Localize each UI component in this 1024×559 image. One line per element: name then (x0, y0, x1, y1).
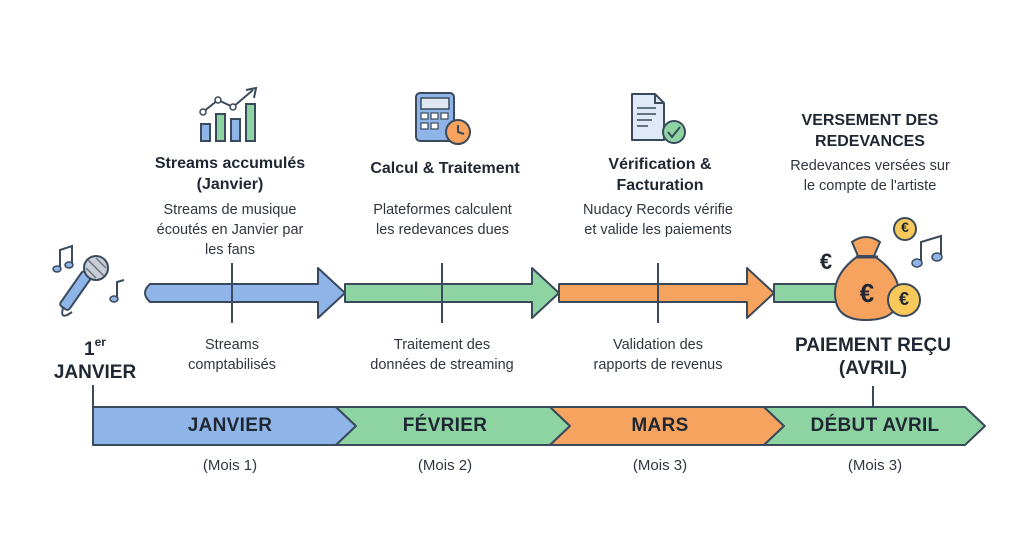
stage-2-title-line1: Calcul & Traitement (370, 160, 520, 177)
stage-3-event-line1: Validation des (612, 337, 704, 353)
process-arrow-segment-1 (144, 267, 346, 319)
calculator-icon (415, 92, 455, 142)
stage-3-title-line2: Facturation (616, 177, 704, 194)
stage-3-description: Nudacy Records vérifie et valide les pai… (548, 200, 768, 240)
stage-4-event-line1: PAIEMENT REÇU (795, 335, 951, 356)
stage-1-description: Streams de musique écoutés en Janvier pa… (125, 200, 335, 260)
money-bag-icon (834, 236, 900, 321)
stage-4-description: Redevances versées sur le compte de l'ar… (760, 156, 980, 196)
start-label: 1er JANVIER (35, 331, 155, 384)
stage-4-desc-line1: Redevances versées sur (790, 158, 950, 174)
stage-3-title: Vérification & Facturation (555, 154, 765, 196)
month-label-mars: MARS (631, 415, 689, 436)
stage-1-desc-line2: écoutés en Janvier par (156, 222, 304, 238)
stage-1-event-line1: Streams (205, 337, 259, 353)
chart-up-icon (199, 86, 258, 142)
stage-1-desc-line3: les fans (205, 242, 255, 258)
stage-2-event-line2: données de streaming (370, 357, 514, 373)
stage-1-event: Streams comptabilisés (142, 335, 322, 375)
stage-1-title: Streams accumulés (Janvier) (130, 153, 330, 195)
music-note-icon (109, 279, 125, 303)
stage-4-event-line2: (AVRIL) (838, 358, 908, 379)
month-sub-2: (Mois 2) (417, 457, 473, 474)
clock-icon (445, 119, 471, 145)
stage-2-desc-line1: Plateformes calculent (373, 202, 512, 218)
stage-4-event: PAIEMENT REÇU (AVRIL) (778, 334, 968, 380)
month-band-debut-avril (763, 406, 986, 446)
microphone-icon (59, 255, 109, 317)
invoice-check-icon (631, 93, 686, 144)
stage-2-desc-line2: les redevances dues (376, 222, 509, 238)
month-sub-3: (Mois 3) (632, 457, 688, 474)
process-arrow-segment-3 (558, 267, 775, 319)
music-note-icon (911, 234, 943, 268)
process-arrow-segment-4 (773, 283, 843, 303)
month-timeline (92, 406, 986, 446)
stage-2-event-line1: Traitement des (393, 337, 491, 353)
stage-4-title-line2: REDEVANCES (815, 133, 925, 150)
month-label-janvier: JANVIER (187, 415, 273, 436)
music-note-icon (52, 244, 74, 273)
month-sub-4: (Mois 3) (847, 457, 903, 474)
stage-1-event-line2: comptabilisés (188, 357, 276, 373)
stage-1-title-line1: Streams accumulés (154, 155, 306, 172)
stage-4-title-line1: VERSEMENT DES (801, 112, 939, 129)
month-label-fevrier: FÉVRIER (402, 415, 488, 436)
stage-4-desc-line2: le compte de l'artiste (803, 178, 937, 194)
start-month: JANVIER (53, 362, 137, 383)
month-sub-1: (Mois 1) (202, 457, 258, 474)
stage-3-event: Validation des rapports de revenus (568, 335, 748, 375)
month-label-debut-avril: DÉBUT AVRIL (810, 415, 940, 436)
process-arrow-segment-2 (344, 267, 560, 319)
start-number: 1 (84, 339, 95, 360)
process-arrow (144, 267, 843, 319)
stage-2-event: Traitement des données de streaming (342, 335, 542, 375)
euro-symbol: € (819, 249, 833, 274)
euro-symbol: € (901, 219, 909, 235)
stage-1-desc-line1: Streams de musique (163, 202, 297, 218)
stage-2-description: Plateformes calculent les redevances due… (335, 200, 550, 240)
stage-2-title: Calcul & Traitement (340, 158, 550, 179)
euro-coin-icon (887, 283, 921, 317)
stage-1-title-line2: (Janvier) (196, 176, 264, 193)
stage-4-title: VERSEMENT DES REDEVANCES (770, 110, 970, 152)
stage-3-desc-line1: Nudacy Records vérifie (583, 202, 733, 218)
stage-3-title-line1: Vérification & (608, 156, 712, 173)
euro-symbol: € (898, 289, 909, 309)
start-superscript: er (94, 335, 106, 349)
euro-coin-icon (893, 217, 917, 241)
stage-3-desc-line2: et valide les paiements (584, 222, 732, 238)
euro-symbol: € (859, 278, 875, 308)
stage-3-event-line2: rapports de revenus (593, 357, 723, 373)
